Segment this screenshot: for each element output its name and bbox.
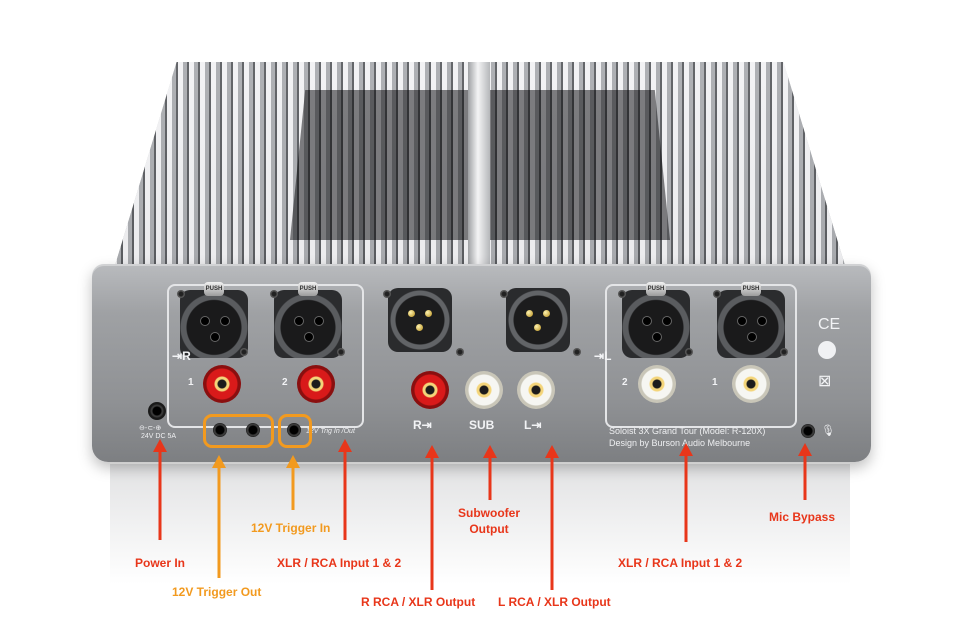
output-label-r: R⇥	[413, 418, 432, 432]
power-spec-label: 24V DC 5A	[141, 433, 177, 440]
rca-input-r-1[interactable]	[203, 365, 241, 403]
trigger-in-jack[interactable]	[287, 423, 301, 437]
push-tab[interactable]: PUSH	[204, 282, 224, 296]
xlr-input-l-1[interactable]: PUSH	[717, 282, 785, 358]
input-group-label-l: ⇥L	[594, 349, 612, 363]
screw	[780, 348, 788, 356]
weee-bin-icon: ⊠	[818, 373, 832, 390]
screw	[618, 290, 626, 298]
output-arrow-icon: ⇥	[531, 418, 542, 432]
rca-input-l-2[interactable]	[638, 365, 676, 403]
label-subwoofer: Subwoofer Output	[458, 506, 520, 536]
push-tab[interactable]: PUSH	[646, 282, 666, 296]
screw	[573, 348, 581, 356]
label-xlr-rca-left: XLR / RCA Input 1 & 2	[277, 556, 402, 570]
sub-label: SUB	[469, 418, 495, 432]
arrowhead	[153, 439, 167, 452]
label-xlr-rca-right: XLR / RCA Input 1 & 2	[618, 556, 743, 570]
push-tab[interactable]: PUSH	[298, 282, 318, 296]
red-arrows	[153, 439, 812, 590]
label-trigger-in: 12V Trigger In	[251, 521, 331, 535]
arrowhead	[212, 455, 226, 468]
trigger-out-highlight	[203, 414, 274, 448]
screw	[713, 290, 721, 298]
screw	[383, 290, 391, 298]
screw	[240, 348, 248, 356]
label-l-output: L RCA / XLR Output	[498, 595, 611, 609]
mic-bypass-jack[interactable]	[801, 424, 815, 438]
label-r-output: R RCA / XLR Output	[361, 595, 476, 609]
left-input-group-outline	[167, 284, 364, 428]
trigger-out-jack-1[interactable]	[213, 423, 227, 437]
xlr-output-r[interactable]	[388, 288, 452, 352]
design-line: Design by Burson Audio Melbourne	[609, 438, 751, 448]
rca-subwoofer-output[interactable]	[465, 371, 503, 409]
label-trigger-out: 12V Trigger Out	[172, 585, 262, 599]
screw	[456, 348, 464, 356]
microphone-icon: 🎙	[821, 425, 835, 437]
input-arrow-icon: ⇥	[172, 349, 183, 363]
trigger-label: 12V Trig In /Out	[306, 428, 355, 435]
arrowhead	[338, 439, 352, 452]
table-reflection	[110, 464, 850, 584]
certification-icon	[818, 341, 836, 359]
xlr-input-l-2[interactable]: PUSH	[622, 282, 690, 358]
rca-output-r[interactable]	[411, 371, 449, 409]
right-input-group-outline	[605, 284, 797, 428]
power-jack[interactable]	[148, 402, 166, 420]
polarity-icon: ⊖-⊂-⊕	[139, 425, 162, 432]
arrowhead	[483, 445, 497, 458]
rca-input-r-2[interactable]	[297, 365, 335, 403]
input-number-2: 2	[622, 377, 628, 388]
center-rib	[468, 62, 490, 282]
orange-arrows	[212, 455, 300, 578]
screw	[685, 348, 693, 356]
label-mic-bypass: Mic Bypass	[769, 510, 836, 524]
xlr-output-l[interactable]	[506, 288, 570, 352]
arrowhead	[425, 445, 439, 458]
push-tab[interactable]: PUSH	[741, 282, 761, 296]
input-number-1: 1	[712, 377, 718, 388]
arrowhead	[286, 455, 300, 468]
trigger-in-highlight	[278, 414, 312, 448]
screw	[270, 290, 278, 298]
arrowhead	[798, 443, 812, 456]
screw	[177, 290, 185, 298]
output-arrow-icon: ⇥	[421, 418, 432, 432]
input-number-1: 1	[188, 377, 194, 388]
trigger-out-jack-2[interactable]	[246, 423, 260, 437]
output-label-l: L⇥	[524, 418, 542, 432]
label-power-in: Power In	[135, 556, 186, 570]
ce-mark: CE	[818, 316, 841, 333]
screw	[337, 348, 345, 356]
model-line: Soloist 3X Grand Tour (Model: R-120X)	[609, 426, 766, 436]
input-arrow-icon: ⇥	[594, 349, 605, 363]
screw	[500, 290, 508, 298]
input-group-label-r: ⇥R	[172, 349, 191, 363]
arrowhead	[545, 445, 559, 458]
input-number-2: 2	[282, 377, 288, 388]
xlr-input-r-1[interactable]: PUSH	[180, 282, 248, 358]
arrowhead	[679, 443, 693, 456]
xlr-input-r-2[interactable]: PUSH	[274, 282, 342, 358]
rca-output-l[interactable]	[517, 371, 555, 409]
rca-input-l-1[interactable]	[732, 365, 770, 403]
